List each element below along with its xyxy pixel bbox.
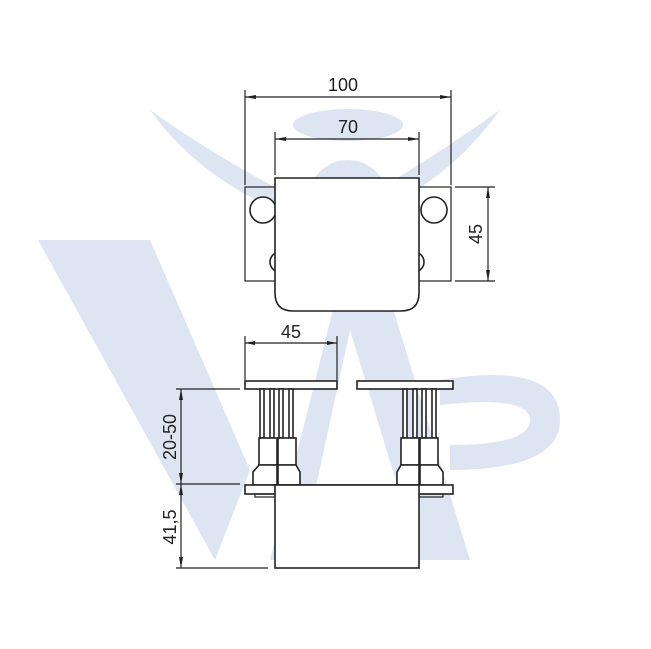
top-view: 100 70 45 <box>244 75 495 312</box>
dimension-label-41-5: 41,5 <box>160 509 180 544</box>
top-plate-left <box>244 380 338 390</box>
roller-right <box>420 196 448 224</box>
adjuster-right <box>396 388 444 486</box>
dimension-label-45-depth: 45 <box>466 224 486 244</box>
body-top <box>274 177 420 312</box>
adjuster-left <box>252 388 301 486</box>
side-view: 45 20-50 41,5 <box>160 322 454 569</box>
roller-left <box>249 196 277 224</box>
dimension-label-45-plate: 45 <box>281 322 301 342</box>
body-side <box>274 484 420 569</box>
top-plate-right <box>356 380 454 390</box>
dimension-label-100: 100 <box>328 75 358 95</box>
dimension-label-70: 70 <box>338 117 358 137</box>
dimension-label-20-50: 20-50 <box>160 414 180 460</box>
